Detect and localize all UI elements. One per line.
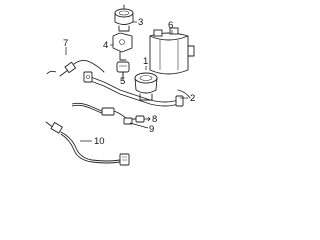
part-10-oxygen-sensor <box>45 121 130 166</box>
callout-5: 5 <box>120 76 125 87</box>
callout-6: 6 <box>168 20 173 31</box>
callout-7: 7 <box>63 38 68 49</box>
leader-lines <box>65 21 188 142</box>
callout-10: 10 <box>94 136 105 147</box>
callout-9: 9 <box>149 124 154 135</box>
part-6-charcoal-canister <box>149 27 195 75</box>
part-8-oxygen-sensor <box>71 102 133 125</box>
part-4-bracket <box>112 32 133 61</box>
callout-2: 2 <box>190 93 195 104</box>
part-3-egr-modulator <box>114 4 134 32</box>
part-9-connector <box>131 115 145 123</box>
callout-8: 8 <box>152 114 157 125</box>
callout-1: 1 <box>143 56 148 67</box>
part-2-egr-pipe <box>83 71 191 107</box>
part-7-oxygen-sensor <box>46 59 105 77</box>
callout-4: 4 <box>103 40 108 51</box>
callout-3: 3 <box>138 17 143 28</box>
parts-diagram: 1 2 3 4 5 6 7 8 9 10 <box>45 4 195 166</box>
